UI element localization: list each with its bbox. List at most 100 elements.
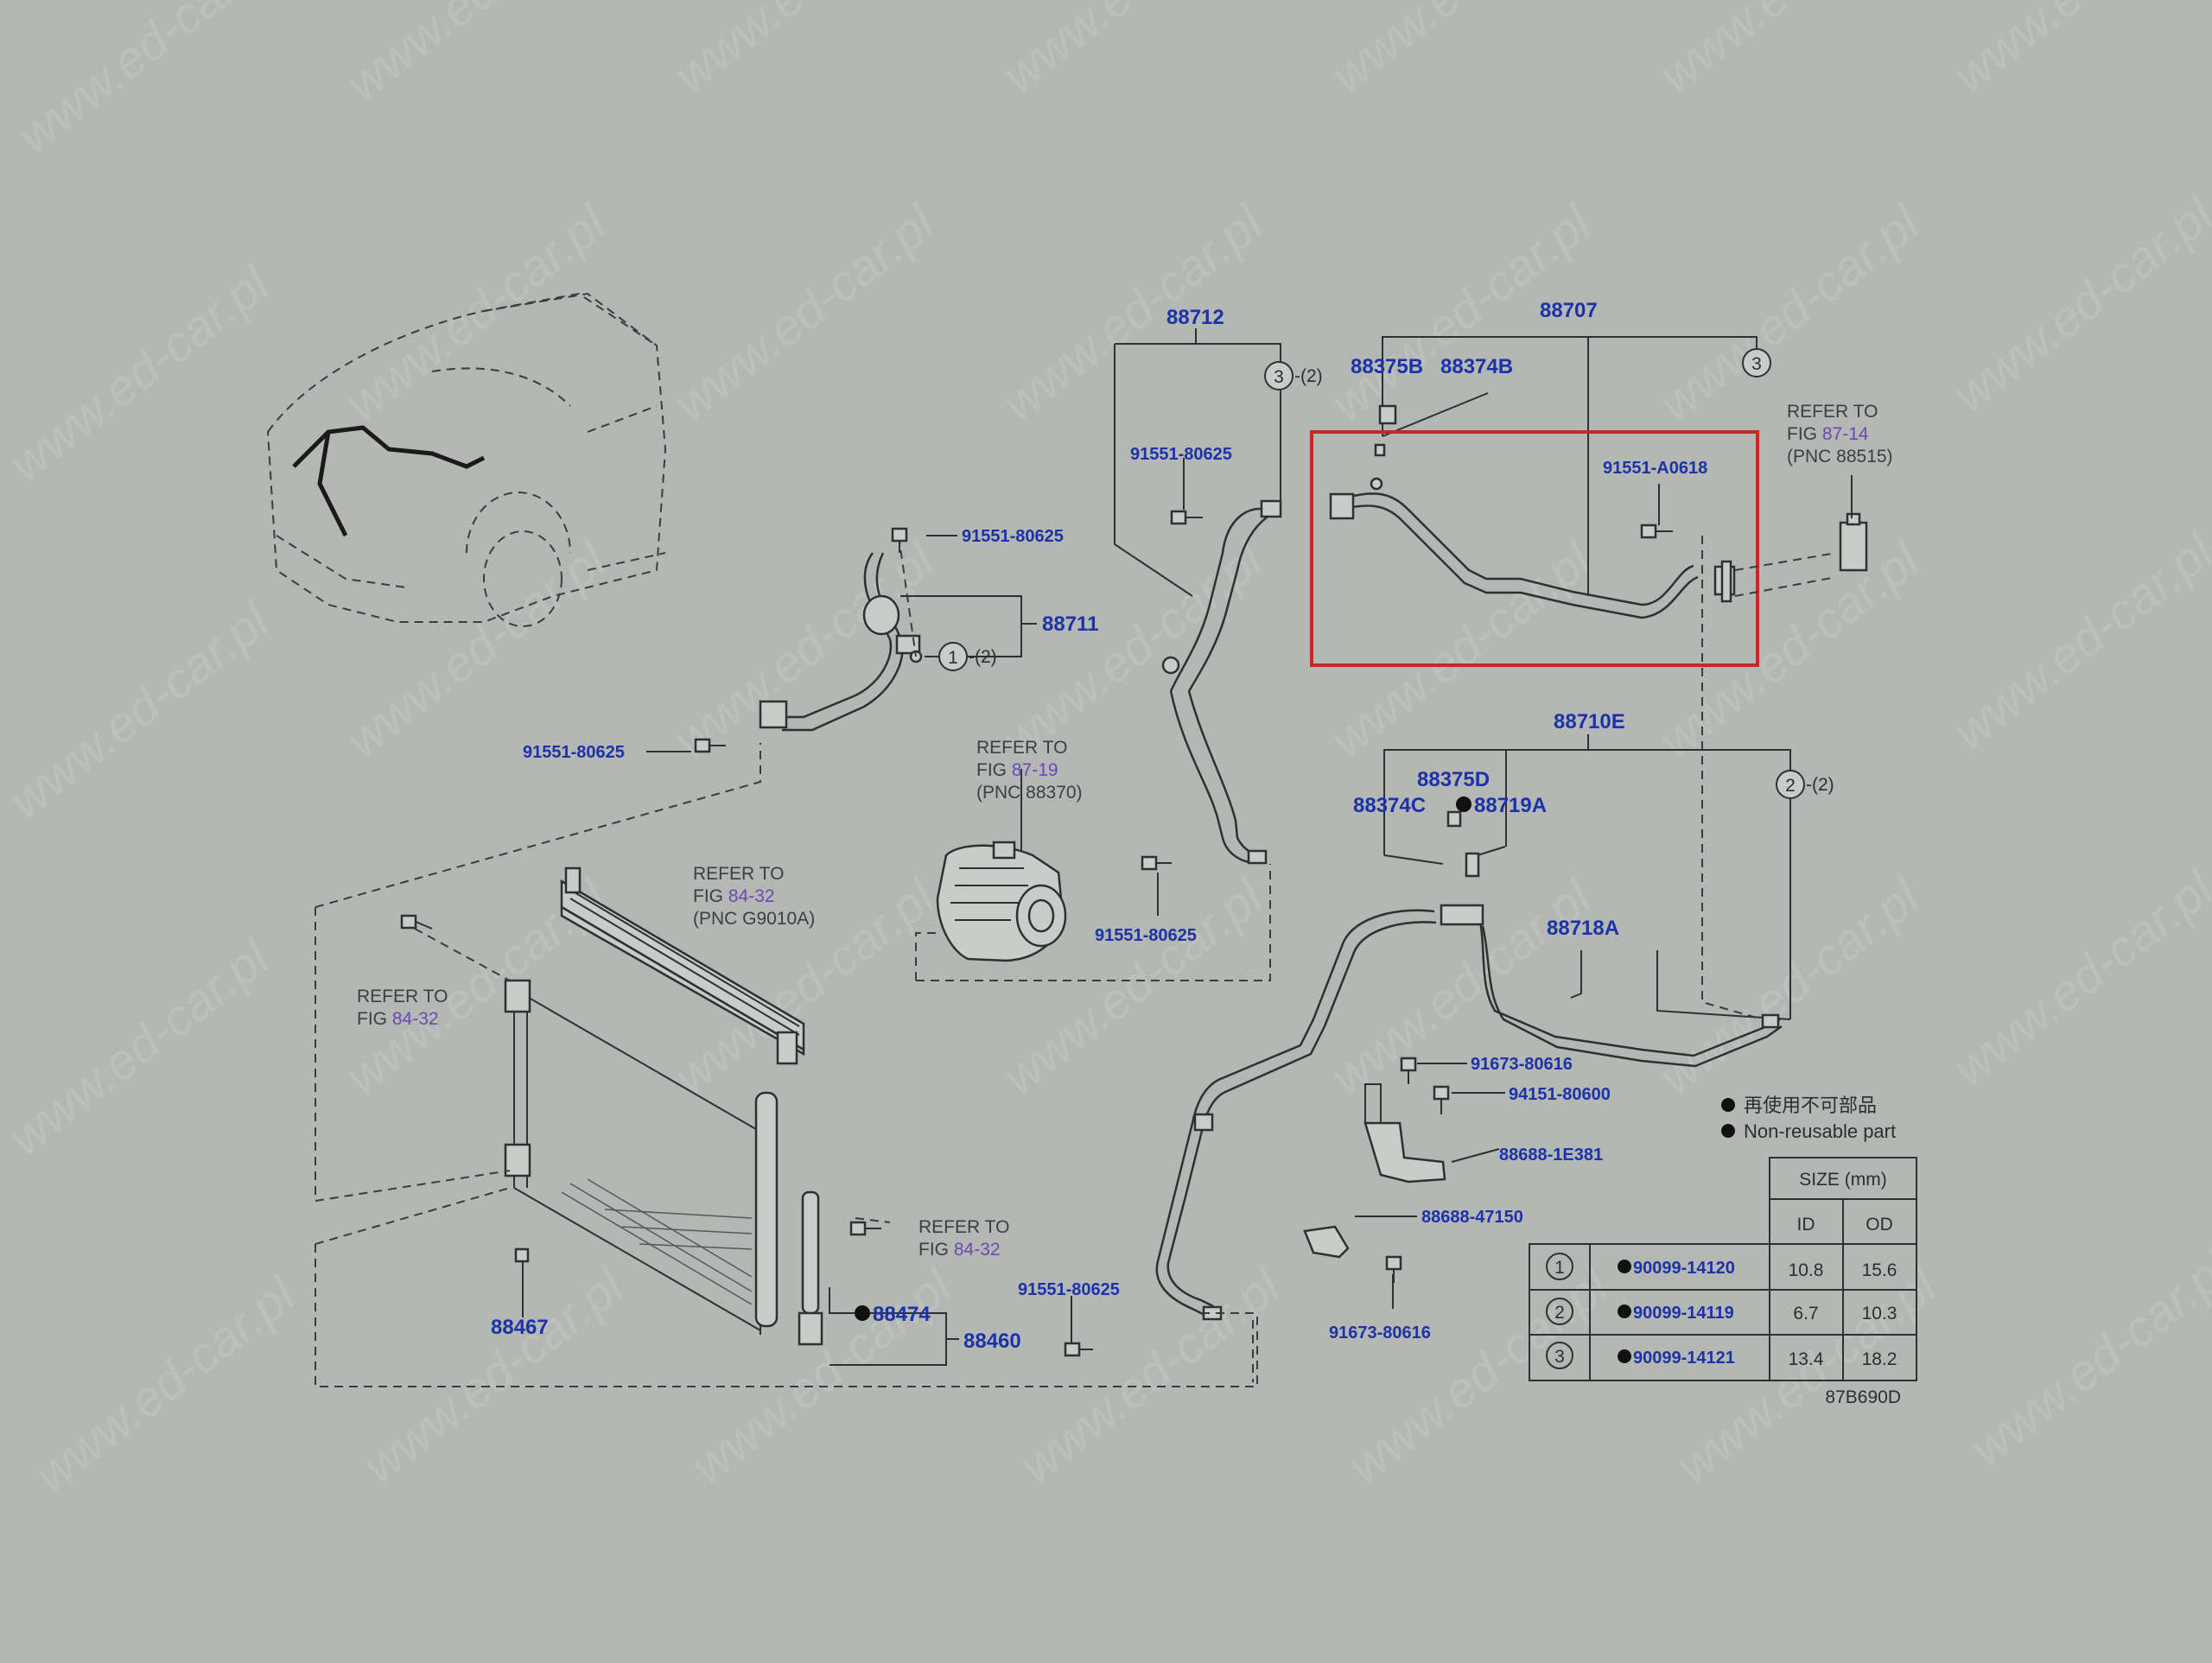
watermark: www.ed-car.pl bbox=[992, 531, 1274, 769]
non-reusable-dot-icon bbox=[1618, 1260, 1631, 1273]
figure-code: 87B690D bbox=[1825, 1387, 1901, 1407]
part-label-91673-80616[interactable]: 91673-80616 bbox=[1471, 1055, 1573, 1074]
part-label-94151-80600[interactable]: 94151-80600 bbox=[1509, 1085, 1611, 1104]
part-label-88719A[interactable]: 88719A bbox=[1474, 794, 1547, 817]
watermark: www.ed-car.pl bbox=[1942, 186, 2212, 423]
size-table-col-id: ID bbox=[1797, 1215, 1815, 1235]
part-label-88688-47150[interactable]: 88688-47150 bbox=[1421, 1208, 1523, 1227]
refer-note-84-32-radiator: REFER TO FIG 84-32 (PNC G9010A) bbox=[693, 864, 815, 929]
part-label-88374B[interactable]: 88374B bbox=[1440, 355, 1513, 378]
callout-circle-3-right: 3 bbox=[1742, 348, 1771, 378]
figure-link-84-32[interactable]: 84-32 bbox=[728, 886, 775, 906]
callout-circle-2: 2 -(2) bbox=[1776, 770, 1834, 799]
table-row: 2 90099-14119 6.7 10.3 bbox=[1546, 1298, 1897, 1325]
non-reusable-dot-icon bbox=[1618, 1304, 1631, 1318]
refer-fig-line: FIG 87-14 bbox=[1787, 424, 1869, 444]
inner-diameter: 6.7 bbox=[1793, 1304, 1818, 1323]
bolt-icon bbox=[1141, 855, 1172, 871]
part-label-88711[interactable]: 88711 bbox=[1042, 613, 1098, 636]
refer-note-84-32-right: REFER TO FIG 84-32 bbox=[918, 1217, 1009, 1260]
highlight-box bbox=[1310, 430, 1759, 667]
part-label-88467[interactable]: 88467 bbox=[491, 1316, 549, 1339]
part-label-91551-80625[interactable]: 91551-80625 bbox=[523, 743, 625, 762]
callout-quantity: -(2) bbox=[969, 647, 997, 667]
watermark: www.ed-car.pl bbox=[1338, 1257, 1620, 1495]
part-label-91551-A0618[interactable]: 91551-A0618 bbox=[1603, 459, 1707, 478]
refer-to-text: REFER TO bbox=[918, 1217, 1009, 1237]
legend-japanese: 再使用不可部品 bbox=[1744, 1095, 1877, 1116]
figure-link-84-32[interactable]: 84-32 bbox=[392, 1009, 439, 1029]
part-label-91551-80625[interactable]: 91551-80625 bbox=[1018, 1280, 1120, 1299]
part-label-88375D[interactable]: 88375D bbox=[1417, 768, 1490, 791]
o-ring-part-number[interactable]: 90099-14121 bbox=[1633, 1349, 1735, 1368]
refer-to-text: REFER TO bbox=[357, 987, 448, 1006]
refer-fig-line: FIG 84-32 bbox=[357, 1009, 439, 1029]
callout-number: 3 bbox=[1274, 367, 1284, 387]
watermark: www.ed-car.pl bbox=[1649, 0, 1931, 104]
part-label-88688-1E381[interactable]: 88688-1E381 bbox=[1499, 1146, 1603, 1165]
size-table: SIZE (mm) ID OD 1 90099-14120 10.8 15.6 … bbox=[1529, 1157, 1917, 1381]
part-label-91551-80625[interactable]: 91551-80625 bbox=[1130, 445, 1232, 464]
refer-fig-line: FIG 87-19 bbox=[976, 760, 1058, 780]
watermark: www.ed-car.pl bbox=[0, 592, 281, 829]
compressor-icon bbox=[936, 841, 1067, 962]
leader-lines bbox=[646, 458, 1660, 1313]
bolt-icon bbox=[1640, 524, 1673, 539]
bolt-icon bbox=[849, 1221, 881, 1236]
bolt-icon bbox=[1400, 1057, 1417, 1084]
figure-link-87-19[interactable]: 87-19 bbox=[1012, 760, 1058, 780]
watermark: www.ed-car.pl bbox=[335, 531, 618, 769]
part-label-91673-80616[interactable]: 91673-80616 bbox=[1329, 1323, 1431, 1342]
row-number: 3 bbox=[1554, 1347, 1565, 1367]
outer-diameter: 10.3 bbox=[1862, 1304, 1897, 1323]
figure-link-87-14[interactable]: 87-14 bbox=[1822, 424, 1869, 444]
inner-diameter: 13.4 bbox=[1789, 1349, 1824, 1369]
callout-quantity: -(2) bbox=[1294, 366, 1323, 386]
watermark: www.ed-car.pl bbox=[1942, 860, 2212, 1097]
part-label-91551-80625[interactable]: 91551-80625 bbox=[1095, 926, 1197, 945]
part-label-88374C[interactable]: 88374C bbox=[1353, 794, 1426, 817]
part-label-88718A[interactable]: 88718A bbox=[1547, 917, 1619, 940]
part-label-88712[interactable]: 88712 bbox=[1166, 306, 1224, 329]
hose-88711-group bbox=[759, 535, 1037, 732]
part-label-91551-80625[interactable]: 91551-80625 bbox=[962, 527, 1064, 546]
watermark: www.ed-car.pl bbox=[1649, 194, 1931, 432]
watermark: www.ed-car.pl bbox=[992, 0, 1274, 104]
callout-number: 3 bbox=[1751, 354, 1762, 374]
o-ring-part-number[interactable]: 90099-14120 bbox=[1633, 1259, 1735, 1278]
non-reusable-dot-icon bbox=[1721, 1098, 1735, 1112]
callout-circle-3-top: 3 -(2) bbox=[1264, 361, 1323, 390]
compressor-bracket-line bbox=[915, 932, 942, 981]
compressor-bracket-line bbox=[916, 864, 1271, 981]
part-label-88460[interactable]: 88460 bbox=[963, 1330, 1021, 1353]
part-label-88707[interactable]: 88707 bbox=[1540, 299, 1598, 322]
part-label-88710E[interactable]: 88710E bbox=[1554, 710, 1625, 733]
callout-circle-1: 1 -(2) bbox=[938, 642, 997, 671]
bolt-icon bbox=[1170, 510, 1203, 525]
bolt-icon bbox=[1446, 810, 1462, 828]
watermark: www.ed-car.pl bbox=[1666, 1257, 1948, 1495]
bolt-icon bbox=[400, 914, 433, 930]
legend-english: Non-reusable part bbox=[1744, 1120, 1896, 1142]
non-reusable-dot-icon bbox=[1618, 1349, 1631, 1363]
refer-note-87-19: REFER TO FIG 87-19 (PNC 88370) bbox=[976, 738, 1083, 803]
watermark: www.ed-car.pl bbox=[992, 194, 1274, 432]
size-table-title: SIZE (mm) bbox=[1799, 1170, 1886, 1190]
bolt-icon bbox=[514, 1247, 530, 1263]
non-reusable-dot-icon bbox=[1456, 797, 1471, 812]
expansion-valve-icon bbox=[1734, 475, 1868, 597]
hose-88710E-group bbox=[1155, 536, 1791, 1382]
callout-number: 2 bbox=[1785, 776, 1796, 796]
watermark: www.ed-car.pl bbox=[1960, 1240, 2212, 1477]
part-label-88375B[interactable]: 88375B bbox=[1351, 355, 1423, 378]
watermark: www.ed-car.pl bbox=[0, 255, 281, 492]
figure-link-84-32[interactable]: 84-32 bbox=[954, 1240, 1001, 1260]
outer-diameter: 18.2 bbox=[1862, 1349, 1897, 1369]
o-ring-part-number[interactable]: 90099-14119 bbox=[1633, 1304, 1734, 1323]
bolts bbox=[400, 510, 1673, 1357]
legend: 再使用不可部品 Non-reusable part bbox=[1721, 1095, 1896, 1142]
part-label-88474[interactable]: 88474 bbox=[873, 1303, 931, 1326]
car-overview-icon bbox=[266, 292, 667, 627]
pnc-text: (PNC 88370) bbox=[976, 783, 1083, 803]
bolt-icon bbox=[1064, 1342, 1093, 1357]
